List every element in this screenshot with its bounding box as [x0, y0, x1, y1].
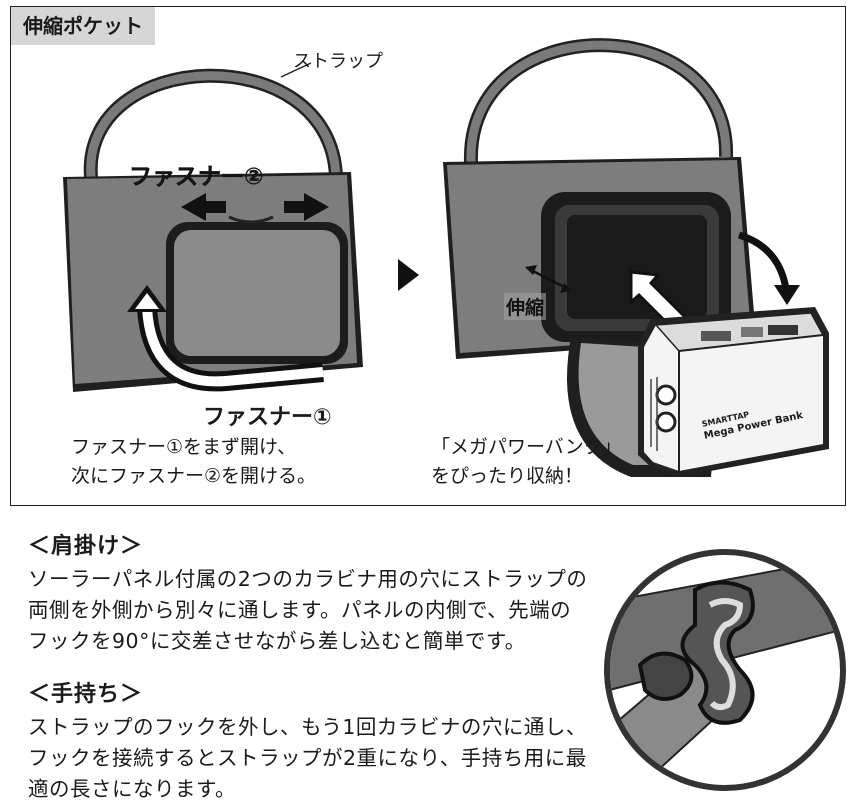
- hook-detail-illustration: [604, 549, 846, 791]
- left-caption-line-1: ファスナー①をまず開け、: [71, 436, 297, 458]
- hook-loop-icon: [637, 651, 694, 701]
- shoulder-body: ソーラーパネル付属の2つのカラビナ用の穴にストラップの両側を外側から別々に通しま…: [28, 567, 588, 653]
- strap-pointer-line: [280, 62, 312, 78]
- left-caption-line-2: 次にファスナー②を開ける。: [71, 465, 317, 487]
- power-bank-device: [638, 307, 829, 477]
- handheld-body: ストラップのフックを外し、もう1回カラビナの穴に通し、フックを接続するとストラッ…: [28, 715, 587, 801]
- shoulder-section: ＜肩掛け＞ ソーラーパネル付属の2つのカラビナ用の穴にストラップの両側を外側から…: [28, 532, 588, 657]
- stretch-label: 伸縮: [504, 293, 547, 320]
- right-caption-line-2: をぴったり収納！: [431, 465, 584, 487]
- pocket-illustration: [63, 38, 829, 477]
- zipper2-left-arrow: [181, 193, 226, 221]
- stretch-pocket-panel: 伸縮ポケット: [10, 6, 846, 506]
- zipper2-label: ファスナー②: [129, 164, 264, 190]
- zipper2-right-arrow: [284, 193, 329, 221]
- right-caption: 「メガパワーバンク」 をぴったり収納！: [431, 433, 622, 491]
- right-caption-line-1: 「メガパワーバンク」: [431, 436, 622, 458]
- shoulder-heading: ＜肩掛け＞: [28, 534, 144, 559]
- strap-label: ストラップ: [293, 51, 383, 72]
- left-caption: ファスナー①をまず開け、 次にファスナー②を開ける。: [71, 433, 316, 491]
- zipper1-label: ファスナー①: [203, 405, 332, 430]
- flap-arrow: [737, 231, 790, 290]
- next-arrow-icon: [398, 259, 419, 291]
- handheld-heading: ＜手持ち＞: [28, 682, 144, 707]
- section-tag: 伸縮ポケット: [11, 7, 155, 45]
- handheld-section: ＜手持ち＞ ストラップのフックを外し、もう1回カラビナの穴に通し、フックを接続す…: [28, 680, 588, 805]
